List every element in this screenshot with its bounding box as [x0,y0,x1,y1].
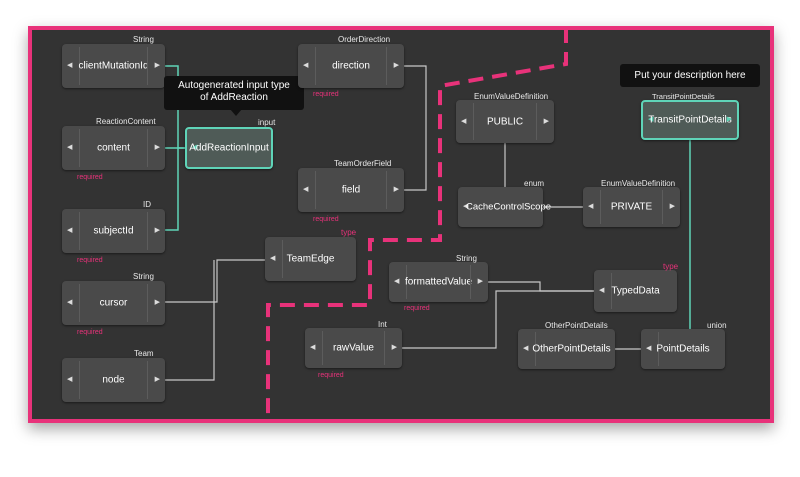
type-label: String [456,254,477,263]
node-node[interactable]: ◀ node ▶ [62,358,165,402]
type-label: EnumValueDefinition [601,179,676,188]
left-arrow-icon[interactable]: ◀ [67,376,73,383]
right-arrow-icon[interactable]: ▶ [669,203,675,210]
right-arrow-icon[interactable]: ▶ [726,116,732,123]
right-arrow-icon[interactable]: ▶ [391,344,397,351]
required-label: required [77,329,103,336]
right-arrow-icon[interactable]: ▶ [154,299,160,306]
right-arrow-icon[interactable]: ▶ [154,62,160,69]
required-label: required [77,174,103,181]
left-arrow-icon[interactable]: ◀ [523,345,529,352]
node-name: content [97,142,130,154]
node-clientmutationid[interactable]: ◀ clientMutationId ▶ [62,44,165,88]
node-name: rawValue [333,342,374,354]
left-arrow-icon[interactable]: ◀ [646,345,652,352]
left-arrow-icon[interactable]: ◀ [303,62,309,69]
required-label: required [77,257,103,264]
tooltip-text: Put your description here [634,70,746,81]
node-name: field [341,184,361,196]
node-name: subjectId [93,225,134,237]
node-cursor[interactable]: ◀ cursor ▶ [62,281,165,325]
type-label: type [341,228,357,237]
left-arrow-icon[interactable]: ◀ [67,144,73,151]
type-label: enum [524,179,545,188]
left-arrow-icon[interactable]: ◀ [310,344,316,351]
type-label: OtherPointDetails [545,321,608,330]
required-label: required [313,216,339,223]
tooltip-pointer [230,109,242,116]
node-field[interactable]: ◀ field ▶ [298,168,404,212]
required-label: required [404,305,430,312]
node-rawvalue[interactable]: ◀ rawValue ▶ [305,328,402,368]
left-arrow-icon[interactable]: ◀ [463,203,469,210]
node-name: AddReactionInput [189,142,269,154]
right-arrow-icon[interactable]: ▶ [477,278,483,285]
node-name: direction [332,60,370,72]
node-name: TeamEdge [286,253,335,265]
type-label: Int [378,320,387,329]
left-arrow-icon[interactable]: ◀ [588,203,594,210]
type-label: String [133,272,154,281]
type-label: Team [134,349,154,358]
type-label: type [663,262,679,271]
node-pointdetails[interactable]: ◀ PointDetails [641,329,725,369]
node-cachecontrolscope[interactable]: ◀ CacheControlScope [458,187,552,227]
node-name: PRIVATE [610,201,653,213]
left-arrow-icon[interactable]: ◀ [192,144,198,151]
node-name: cursor [99,297,128,309]
node-name: PointDetails [656,343,710,355]
left-arrow-icon[interactable]: ◀ [67,299,73,306]
tooltip-text: Autogenerated input type of AddReaction [178,80,290,103]
node-public[interactable]: ◀ PUBLIC ▶ [456,100,554,143]
tooltip-add-reaction: Autogenerated input type of AddReaction [164,76,304,110]
node-name: TypedData [611,285,660,297]
node-direction[interactable]: ◀ direction ▶ [298,44,404,88]
left-arrow-icon[interactable]: ◀ [461,117,467,125]
type-label: union [707,321,727,330]
left-arrow-icon[interactable]: ◀ [67,62,73,69]
node-name: clientMutationId [78,60,149,72]
type-label: ReactionContent [96,117,156,126]
node-typeddata[interactable]: ◀ TypedData [594,270,677,312]
node-name: formattedValue [404,276,473,288]
type-label: OrderDirection [338,35,391,44]
type-label: String [133,35,154,44]
left-arrow-icon[interactable]: ◀ [303,186,309,193]
type-label: input [258,118,276,127]
type-label: EnumValueDefinition [474,92,549,101]
right-arrow-icon[interactable]: ▶ [393,186,399,193]
left-arrow-icon[interactable]: ◀ [270,255,276,262]
node-teamedge[interactable]: ◀ TeamEdge [265,237,356,281]
required-label: required [318,372,344,379]
node-name: PUBLIC [486,116,524,127]
node-name: CacheControlScope [466,201,552,213]
required-label: required [313,91,339,98]
node-formattedvalue[interactable]: ◀ formattedValue ▶ [389,262,488,302]
right-arrow-icon[interactable]: ▶ [154,376,160,383]
left-arrow-icon[interactable]: ◀ [394,278,400,285]
tooltip-description: Put your description here [620,64,760,87]
left-arrow-icon[interactable]: ◀ [599,287,605,294]
node-private[interactable]: ◀ PRIVATE ▶ [583,187,680,227]
left-arrow-icon[interactable]: ◀ [67,227,73,234]
node-subjectid[interactable]: ◀ subjectId ▶ [62,209,165,253]
right-arrow-icon[interactable]: ▶ [543,117,549,125]
left-arrow-icon[interactable]: ◀ [648,116,654,123]
node-content[interactable]: ◀ content ▶ [62,126,165,170]
type-label: TeamOrderField [334,159,392,168]
node-otherpointdetails[interactable]: ◀ OtherPointDetails [518,329,615,369]
node-transitpointdetails[interactable]: ◀ TransitPointDetails ▶ [641,100,739,140]
right-arrow-icon[interactable]: ▶ [154,144,160,151]
right-arrow-icon[interactable]: ▶ [154,227,160,234]
node-name: TransitPointDetails [648,114,732,126]
node-addreactioninput[interactable]: ◀ AddReactionInput [185,127,273,169]
node-name: OtherPointDetails [532,343,611,355]
type-label: ID [143,200,151,209]
node-name: node [102,374,125,386]
type-label: TransitPointDetails [652,92,715,101]
right-arrow-icon[interactable]: ▶ [393,62,399,69]
